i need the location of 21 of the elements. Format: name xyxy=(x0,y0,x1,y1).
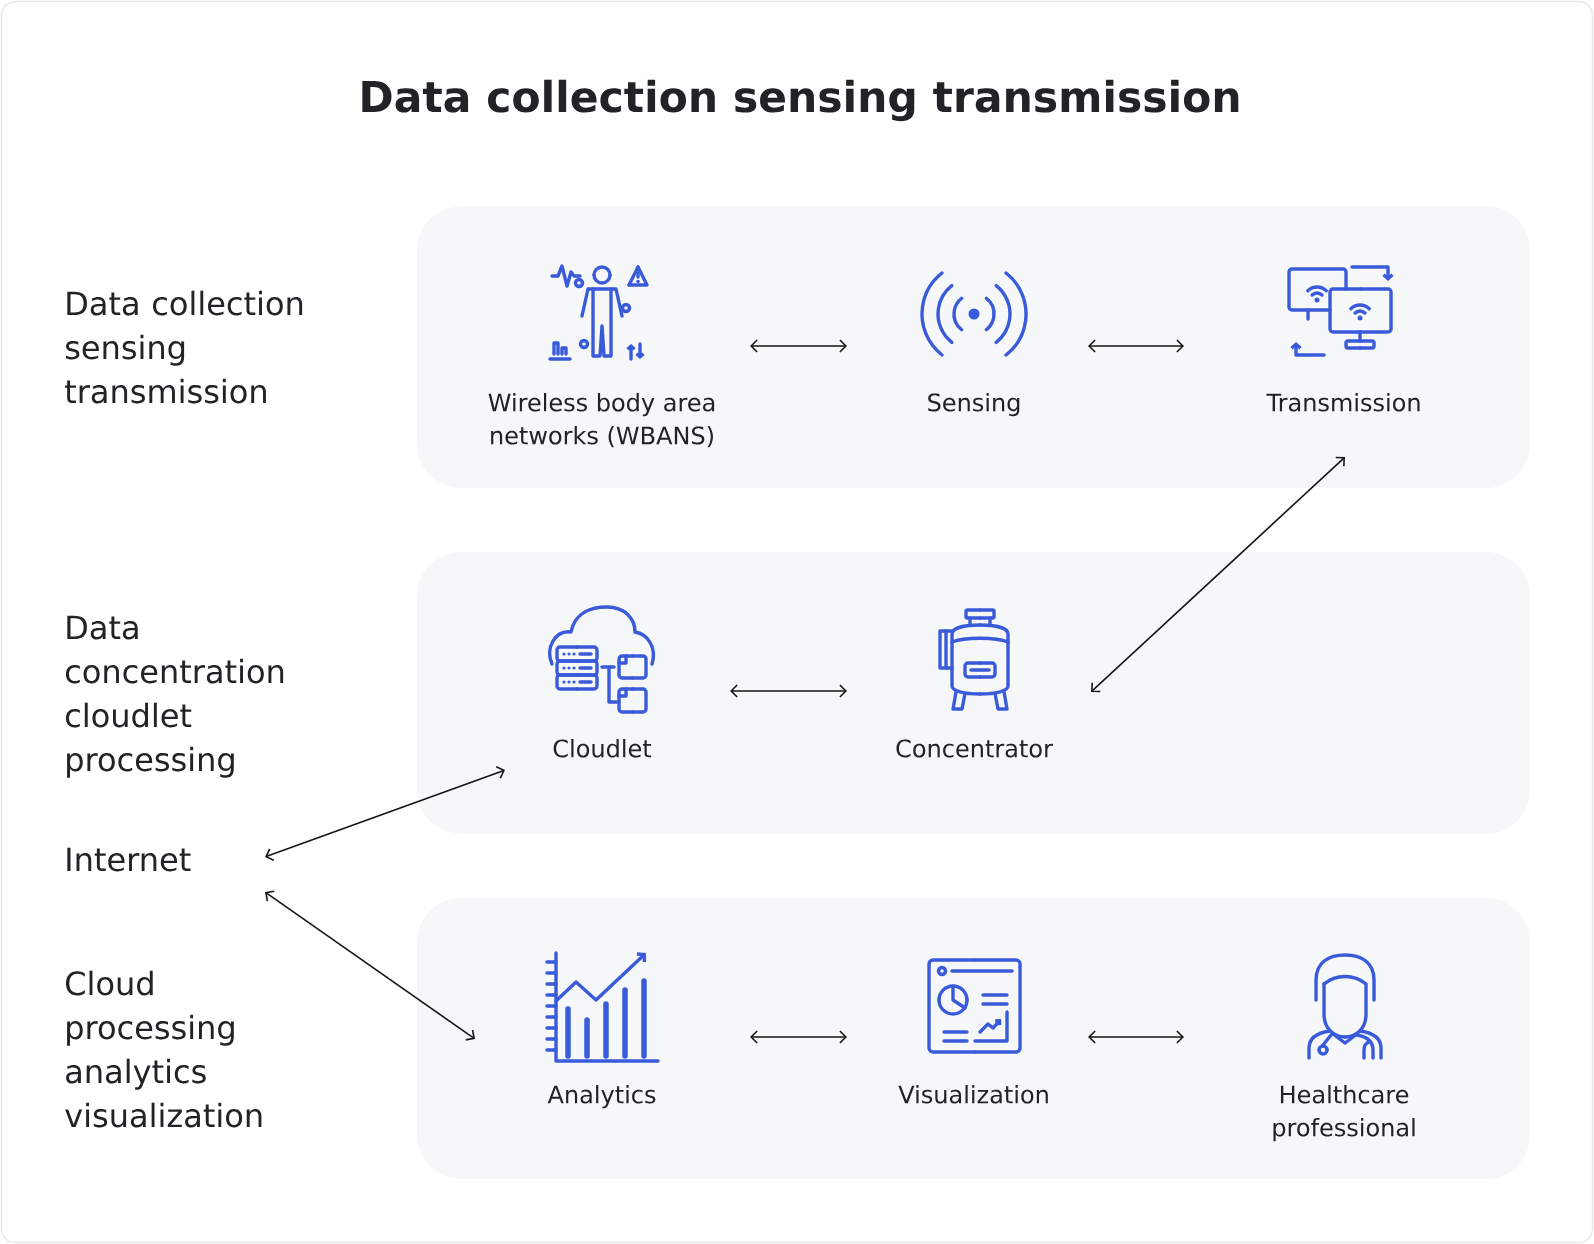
item-label: Concentrator xyxy=(896,739,1053,758)
double-arrow xyxy=(730,684,847,698)
item-label: Sensing xyxy=(928,393,1020,417)
double-arrow xyxy=(265,766,505,861)
text-label: Internet xyxy=(67,847,191,872)
row-heading: Cloud processing analytics visualization xyxy=(65,970,262,1128)
item-label: Wireless body area networks (WBANS) xyxy=(488,393,715,448)
double-arrow xyxy=(1091,456,1346,693)
double-arrow xyxy=(750,1030,847,1044)
item-label: Transmission xyxy=(1266,393,1420,412)
double-arrow xyxy=(1088,1030,1185,1044)
item-label: Visualization xyxy=(898,1085,1048,1104)
item-label: Analytics xyxy=(547,1085,656,1109)
double-arrow xyxy=(1088,339,1185,353)
double-arrow xyxy=(265,890,475,1041)
row-heading: Data concentration cloudlet processing xyxy=(65,615,284,778)
double-arrow xyxy=(750,339,847,353)
item-label: Cloudlet xyxy=(553,739,652,758)
row-heading: Data collection sensing transmission xyxy=(65,290,303,404)
title: Data collection sensing transmission xyxy=(362,79,1239,122)
item-label: Healthcare professional xyxy=(1273,1085,1415,1142)
